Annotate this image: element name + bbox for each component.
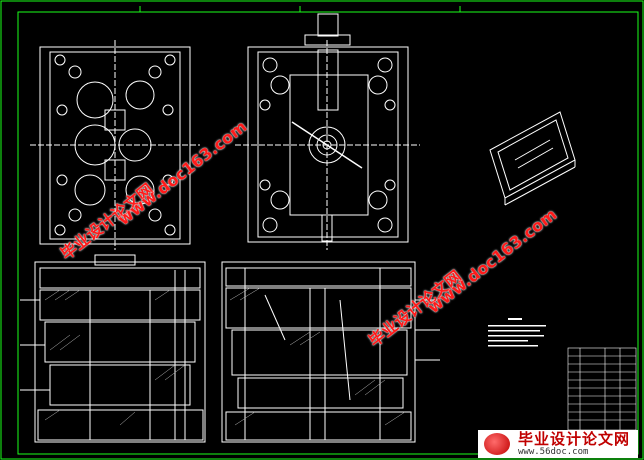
technical-notes	[488, 318, 546, 347]
section-hatching-right	[229, 287, 406, 426]
mold-plan-view-right	[235, 13, 420, 250]
title-block	[567, 347, 637, 431]
mold-section-view-right	[221, 261, 440, 443]
brand-title: 毕业设计论文网	[518, 430, 631, 448]
brand-url: www.56doc.com	[518, 447, 589, 457]
brand-logo-icon	[484, 433, 510, 455]
drawing-border-inner	[17, 11, 639, 455]
part-isometric-view	[489, 111, 576, 206]
brand-banner[interactable]: 毕业设计论文网 www.56doc.com	[478, 430, 638, 458]
mold-section-view-left	[20, 254, 206, 443]
mold-plan-view-left	[30, 40, 200, 250]
section-hatching-left	[44, 289, 186, 426]
